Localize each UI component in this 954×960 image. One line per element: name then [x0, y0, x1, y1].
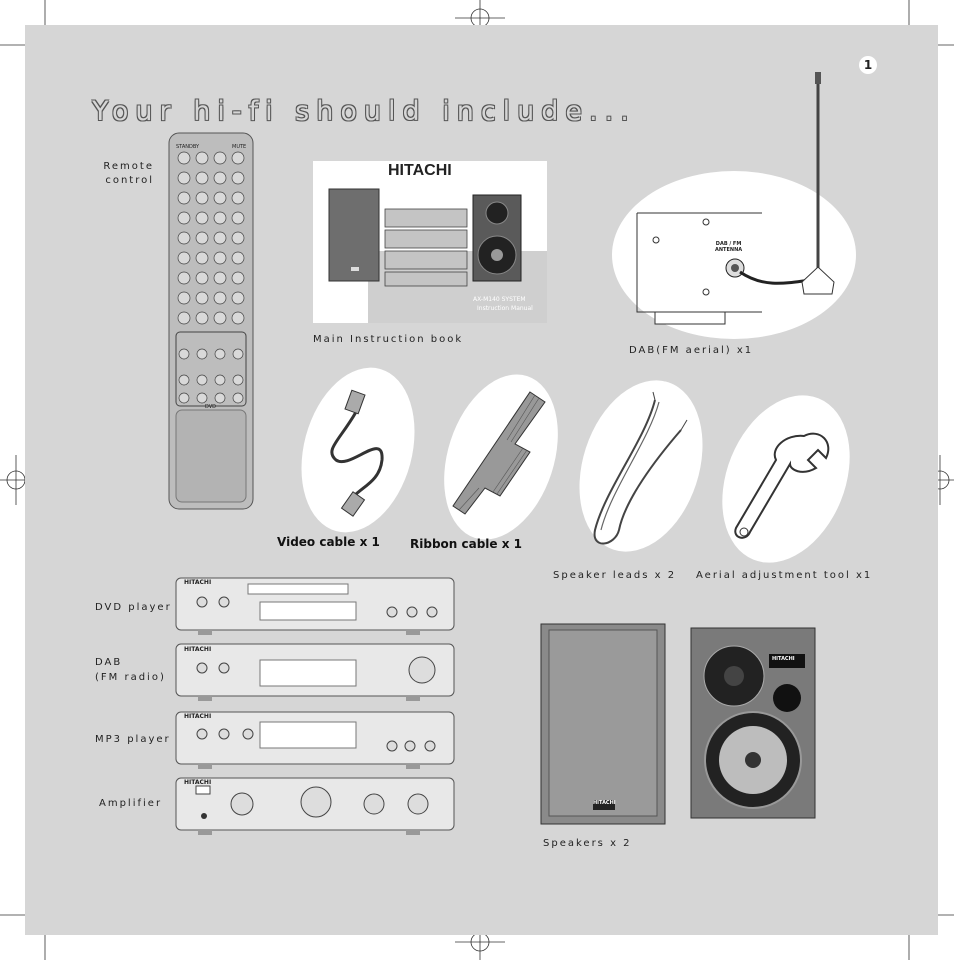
speaker-leads-image — [593, 391, 688, 545]
remote-button — [177, 311, 191, 325]
remote-mute-label: MUTE — [232, 144, 247, 150]
speaker-leads-label: Speaker leads x 2 — [553, 570, 677, 581]
remote-button — [213, 151, 227, 165]
remote-button — [213, 171, 227, 185]
remote-button — [231, 311, 245, 325]
remote-button — [231, 231, 245, 245]
aerial-socket-label: DAB / FM ANTENNA — [715, 241, 743, 253]
instruction-book-label: Main Instruction book — [313, 334, 464, 345]
dab-aerial-image — [636, 72, 835, 325]
remote-button — [196, 374, 208, 386]
speaker-grille-badge: HITACHI — [593, 800, 616, 806]
remote-button — [214, 348, 226, 360]
remote-button — [231, 211, 245, 225]
remote-button — [177, 231, 191, 245]
mp3-player-brand: HITACHI — [184, 713, 212, 720]
remote-button — [195, 151, 209, 165]
speakers-image — [540, 623, 816, 825]
page-number: 1 — [859, 56, 877, 74]
remote-button — [214, 392, 226, 404]
remote-button — [196, 348, 208, 360]
remote-button — [232, 392, 244, 404]
remote-button — [177, 151, 191, 165]
remote-button — [232, 374, 244, 386]
components-stack-image — [175, 577, 455, 835]
remote-button — [177, 271, 191, 285]
dvd-player-brand: HITACHI — [184, 579, 212, 586]
remote-button — [196, 392, 208, 404]
remote-button — [177, 191, 191, 205]
remote-button — [195, 311, 209, 325]
dab-radio-label: DAB (FM radio) — [95, 657, 166, 683]
instruction-book-brand: HITACHI — [388, 162, 452, 179]
remote-button — [195, 251, 209, 265]
ribbon-cable-label: Ribbon cable x 1 — [410, 537, 522, 551]
remote-button — [232, 348, 244, 360]
ribbon-cable-image — [452, 391, 546, 515]
remote-button — [178, 392, 190, 404]
remote-button — [213, 291, 227, 305]
remote-button — [195, 231, 209, 245]
video-cable-image — [330, 389, 384, 517]
instruction-book-model: AX-M140 SYSTEM — [473, 296, 526, 303]
dvd-player-label: DVD player — [95, 602, 172, 613]
speakers-label: Speakers x 2 — [543, 838, 632, 849]
aerial-tool-image — [734, 432, 830, 539]
remote-button — [177, 291, 191, 305]
instruction-book-image — [313, 161, 547, 323]
remote-button — [195, 171, 209, 185]
remote-button — [231, 291, 245, 305]
dab-aerial-backdrop — [612, 171, 856, 339]
remote-button — [214, 374, 226, 386]
remote-control-label: Remote control — [103, 161, 154, 186]
remote-button — [213, 231, 227, 245]
remote-button — [213, 191, 227, 205]
remote-button — [195, 271, 209, 285]
remote-button — [231, 171, 245, 185]
remote-button — [213, 211, 227, 225]
remote-button — [231, 191, 245, 205]
mp3-player-label: MP3 player — [95, 734, 171, 745]
amplifier-brand: HITACHI — [184, 779, 212, 786]
remote-button — [195, 291, 209, 305]
remote-button — [231, 251, 245, 265]
remote-button — [177, 171, 191, 185]
remote-button — [213, 251, 227, 265]
remote-button — [178, 374, 190, 386]
remote-button — [213, 311, 227, 325]
remote-button — [231, 271, 245, 285]
aerial-tool-label: Aerial adjustment tool x1 — [696, 570, 873, 581]
video-cable-label: Video cable x 1 — [277, 535, 380, 549]
remote-button — [195, 191, 209, 205]
dab-aerial-label: DAB(FM aerial) x1 — [629, 345, 754, 356]
amplifier-label: Amplifier — [99, 798, 163, 809]
remote-button — [213, 271, 227, 285]
speaker-logo-badge: HITACHI — [772, 656, 795, 662]
remote-standby-label: STANDBY — [176, 144, 200, 150]
remote-button — [195, 211, 209, 225]
remote-button — [177, 211, 191, 225]
remote-footer-label: DVD — [205, 404, 217, 410]
dab-radio-brand: HITACHI — [184, 646, 212, 653]
remote-button — [178, 348, 190, 360]
remote-button — [177, 251, 191, 265]
remote-button — [231, 151, 245, 165]
instruction-book-subtitle: Instruction Manual — [477, 305, 533, 312]
page-title: Your hi-fi should include... — [92, 96, 636, 127]
remote-control-image — [168, 132, 254, 510]
